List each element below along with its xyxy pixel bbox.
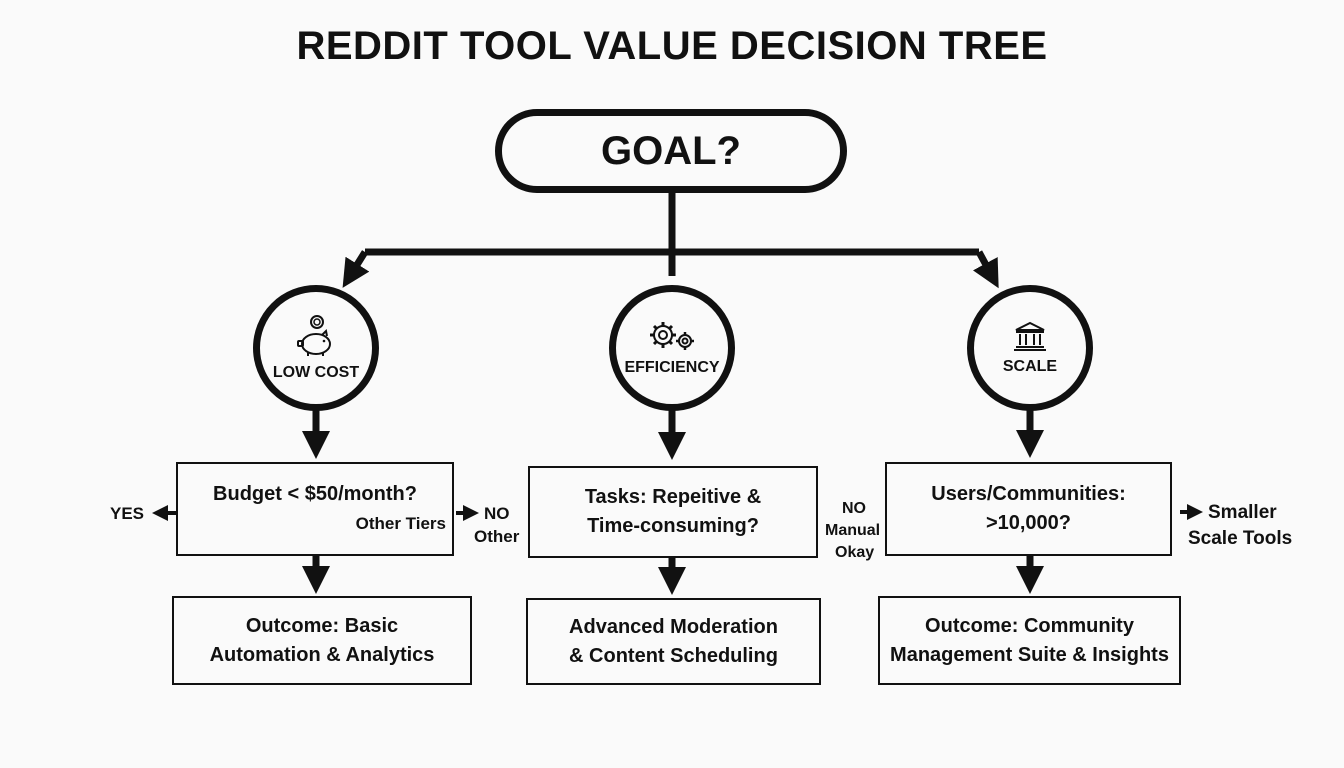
goal-label: GOAL? xyxy=(601,128,741,173)
bank-building-icon xyxy=(1014,321,1046,351)
scale-label: SCALE xyxy=(1002,358,1058,375)
gears-icon xyxy=(650,322,694,350)
outcome-advanced-box: Advanced Moderation & Content Scheduling xyxy=(526,598,821,685)
smaller-label: Smaller xyxy=(1208,502,1277,523)
tasks-question-line2: Time-consuming? xyxy=(587,515,759,537)
scale-tools-label: Scale Tools xyxy=(1188,528,1293,549)
outcome-community-line1: Outcome: Community xyxy=(925,614,1134,637)
other-label: Other xyxy=(474,527,520,546)
outcome-basic-line2: Automation & Analytics xyxy=(209,643,435,666)
users-question-box: Users/Communities: >10,000? xyxy=(885,462,1172,556)
outcome-basic-box: Outcome: Basic Automation & Analytics xyxy=(172,596,472,685)
outcome-advanced-line1: Advanced Moderation xyxy=(569,615,778,638)
low-cost-label: LOW COST xyxy=(272,364,360,381)
page-title: REDDIT TOOL VALUE DECISION TREE xyxy=(296,24,1048,68)
manual-label: Manual xyxy=(825,522,881,539)
tasks-question-line1: Tasks: Repeitive & xyxy=(584,486,762,508)
budget-question-text: Budget < $50/month? xyxy=(213,483,417,505)
outcome-community-box: Outcome: Community Management Suite & In… xyxy=(878,596,1181,685)
okay-label: Okay xyxy=(835,544,875,561)
outcome-advanced-line2: & Content Scheduling xyxy=(569,644,778,667)
arrow-to-scale xyxy=(973,250,999,289)
piggy-bank-icon xyxy=(297,315,331,356)
budget-question-subtext: Other Tiers xyxy=(355,514,446,533)
users-question-line2: >10,000? xyxy=(985,512,1072,534)
yes-label: YES xyxy=(110,504,145,523)
budget-question-box: Budget < $50/month? Other Tiers xyxy=(176,462,454,556)
goal-node: GOAL? xyxy=(495,109,847,193)
outcome-community-line2: Management Suite & Insights xyxy=(890,643,1169,666)
no-label-low-cost: NO xyxy=(484,504,510,523)
efficiency-node: EFFICIENCY xyxy=(609,285,735,411)
outcome-basic-line1: Outcome: Basic xyxy=(245,614,399,637)
low-cost-node: LOW COST xyxy=(253,285,379,411)
no-label-efficiency: NO xyxy=(842,500,866,517)
efficiency-label: EFFICIENCY xyxy=(624,359,720,376)
scale-node: SCALE xyxy=(967,285,1093,411)
users-question-line1: Users/Communities: xyxy=(931,483,1126,505)
arrow-to-low-cost xyxy=(342,250,370,288)
tasks-question-box: Tasks: Repeitive & Time-consuming? xyxy=(528,466,818,558)
